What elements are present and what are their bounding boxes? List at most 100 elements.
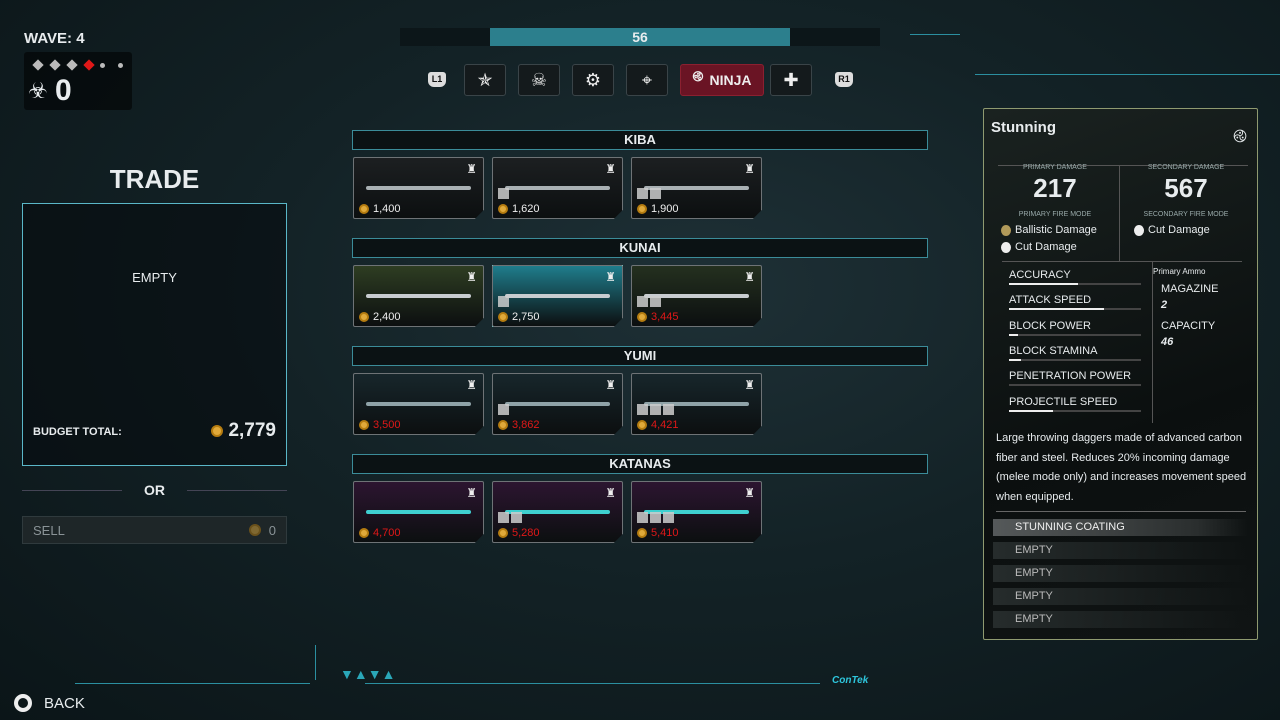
weapon-description: Large throwing daggers made of advanced … [996,432,1247,503]
wave-progress-box [24,52,132,110]
primary-mode: Ballistic Damage [1015,224,1097,236]
mod-icon [498,188,509,199]
tab-medic-cross[interactable]: ✚ [770,64,812,96]
wave-marker-pending [118,63,123,68]
l1-hint: L1 [428,72,446,87]
weapon-card-kunai[interactable]: ♜ 2,400 [353,265,484,327]
weapon-card-yumi[interactable]: ♜ 4,421 [631,373,762,435]
stat-projectile-speed: PROJECTILE SPEED [1009,396,1141,412]
budget-value: 2,779 [228,420,276,441]
price: 1,400 [373,203,401,215]
trade-slot[interactable]: EMPTY BUDGET TOTAL: 2,779 [22,203,287,466]
primary-mode: Cut Damage [1015,241,1077,253]
kill-count: 0 [55,74,72,107]
mod-icon [498,512,509,523]
secondary-damage-label: SECONDARY DAMAGE [1147,164,1225,171]
back-button[interactable]: BACK [14,694,85,712]
stat-bar [1009,384,1141,387]
stat-bar [1009,333,1141,336]
mod-icon [498,404,509,415]
coin-icon [637,312,647,322]
price: 5,280 [512,527,540,539]
mod-icon [498,296,509,307]
mod-icon [663,512,674,523]
stat-penetration-power: PENETRATION POWER [1009,370,1141,387]
stat-bar [1009,358,1141,361]
trophy-icon: ♜ [744,270,755,284]
weapon-card-katanas[interactable]: ♜ 4,700 [353,481,484,543]
section-header-yumi: YUMI [352,346,928,366]
weapon-card-kiba[interactable]: ♜ 1,620 [492,157,623,219]
weapon-card-kiba[interactable]: ♜ 1,400 [353,157,484,219]
coin-icon [498,420,508,430]
attachment-slot[interactable]: EMPTY [993,565,1248,582]
contek-logo: ConTek [832,675,869,686]
progress-value: 56 [632,29,648,45]
secondary-mode: Cut Damage [1148,224,1210,236]
coin-icon [359,312,369,322]
tab-gear[interactable]: ⚙ [572,64,614,96]
weapon-card-yumi[interactable]: ♜ 3,862 [492,373,623,435]
coin-icon [498,312,508,322]
weapon-card-katanas[interactable]: ♜ 5,410 [631,481,762,543]
weapon-card-yumi[interactable]: ♜ 3,500 [353,373,484,435]
tab-ninja[interactable]: ࿋NINJA [680,64,764,96]
mod-icon [650,512,661,523]
tab-crosshair[interactable]: ⌖ [626,64,668,96]
budget-label: BUDGET TOTAL: [33,426,122,438]
primary-damage: 217 [1033,173,1077,203]
trophy-icon: ♜ [744,378,755,392]
attachment-slot[interactable]: EMPTY [993,611,1248,628]
section-header-kunai: KUNAI [352,238,928,258]
weapon-card-kunai[interactable]: ♜ 2,750 [492,265,623,327]
mod-icon [650,296,661,307]
or-divider: OR [144,482,165,498]
coin-icon [359,204,369,214]
ninja-icon: ࿋ [692,68,704,84]
stat-block-power: BLOCK POWER [1009,320,1141,336]
mod-icon [650,404,661,415]
weapon-image [505,186,610,190]
trophy-icon: ♜ [605,486,616,500]
tab-flame-skull[interactable]: ☠ [518,64,560,96]
trophy-icon: ♜ [605,378,616,392]
primary-damage-label: PRIMARY DAMAGE [1023,164,1087,171]
trade-title: TRADE [109,164,200,194]
wave-marker-done [66,59,78,71]
coin-icon [637,528,647,538]
weapon-detail-panel: Stunning ࿋ PRIMARY DAMAGE 217 SECONDARY … [983,108,1258,640]
weapon-image [644,402,749,406]
coin-icon [637,204,647,214]
price: 1,900 [651,203,679,215]
crosshair-icon: ⌖ [641,69,653,90]
coin-icon [637,420,647,430]
trophy-icon: ♜ [605,270,616,284]
stat-bar [1009,308,1141,311]
stat-label: PENETRATION POWER [1009,370,1132,383]
stat-accuracy: ACCURACY [1009,269,1141,285]
price: 2,750 [512,311,540,323]
weapon-image [366,402,471,406]
stat-block-stamina: BLOCK STAMINA [1009,345,1141,361]
price: 4,700 [373,527,401,539]
stat-label: ATTACK SPEED [1009,294,1092,307]
ninja-icon: ࿋ [1232,126,1247,146]
weapon-card-kiba[interactable]: ♜ 1,900 [631,157,762,219]
weapon-card-katanas[interactable]: ♜ 5,280 [492,481,623,543]
weapon-card-kunai[interactable]: ♜ 3,445 [631,265,762,327]
attachment-slot[interactable]: EMPTY [993,588,1248,605]
coin-icon [248,524,261,536]
weapon-image [505,510,610,514]
capacity-value: 46 [1161,336,1174,348]
weapon-image [366,510,471,514]
attachment-slot[interactable]: STUNNING COATING [993,519,1248,536]
wave-label: WAVE: 4 [24,30,85,47]
attachment-slot[interactable]: EMPTY [993,542,1248,559]
primary-fire-label: PRIMARY FIRE MODE [1018,211,1092,218]
price: 2,400 [373,311,401,323]
gear-icon: ⚙ [584,69,602,90]
decor-triangles-icon: ▼▲▼▲ [340,666,396,682]
tab-rank-star[interactable]: ✯ [464,64,506,96]
wave-marker-current [83,59,95,71]
